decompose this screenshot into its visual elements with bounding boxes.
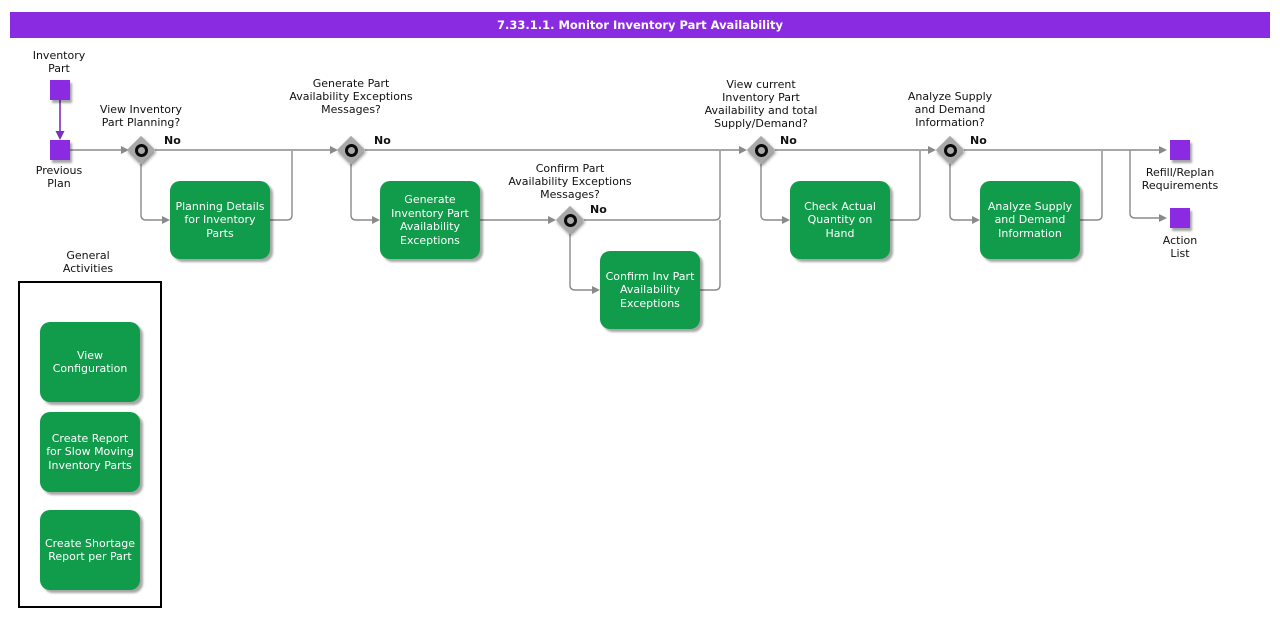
inventory-part-event[interactable] [50,80,70,100]
action-list-event[interactable] [1170,208,1190,228]
gateway-ring-icon [134,143,148,157]
task-planning-details[interactable]: Planning Details for Inventory Parts [170,181,270,259]
gateway-4-question: View current Inventory Part Availability… [704,78,818,130]
diagram-title-bar: 7.33.1.1. Monitor Inventory Part Availab… [10,12,1270,38]
gateway-3-question: Confirm Part Availability Exceptions Mes… [508,162,632,201]
flow-lines [70,149,1160,291]
gateway-2-no-label: No [374,134,391,147]
gateway-2-diamond-icon [336,135,366,165]
start-arrow [55,100,65,140]
general-activities-title: General Activities [62,249,114,275]
gateway-4-no-label: No [780,134,797,147]
gateway-1-question: View Inventory Part Planning? [99,103,183,129]
gateway-3-diamond-icon [555,205,585,235]
gateway-1-diamond-icon [126,135,156,165]
gateway-5-no-label: No [970,134,987,147]
gateway-ring-icon [943,143,957,157]
task-analyze-supply-demand[interactable]: Analyze Supply and Demand Information [980,181,1080,259]
task-create-shortage-report[interactable]: Create Shortage Report per Part [40,510,140,590]
refill-replan-event[interactable] [1170,140,1190,160]
previous-plan-label: Previous Plan [35,164,83,190]
task-confirm-exceptions[interactable]: Confirm Inv Part Availability Exceptions [600,251,700,329]
gateway-3-no-label: No [590,203,607,216]
gateway-4-diamond-icon [746,135,776,165]
flow-arrowheads [121,146,1167,294]
previous-plan-event[interactable] [50,140,70,160]
gateway-5-question: Analyze Supply and Demand Information? [907,90,993,129]
gateway-ring-icon [754,143,768,157]
task-create-slow-moving-report[interactable]: Create Report for Slow Moving Inventory … [40,412,140,492]
inventory-part-label: Inventory Part [32,49,86,75]
refill-replan-label: Refill/Replan Requirements [1141,166,1219,192]
task-generate-exceptions[interactable]: Generate Inventory Part Availability Exc… [380,181,480,259]
gateway-ring-icon [563,213,577,227]
general-activities-box: View Configuration Create Report for Slo… [18,281,162,608]
gateway-ring-icon [344,143,358,157]
gateway-5-diamond-icon [935,135,965,165]
gateway-2-question: Generate Part Availability Exceptions Me… [289,77,413,116]
task-view-configuration[interactable]: View Configuration [40,322,140,402]
task-check-quantity[interactable]: Check Actual Quantity on Hand [790,181,890,259]
diagram-title: 7.33.1.1. Monitor Inventory Part Availab… [496,18,784,32]
gateway-1-no-label: No [164,134,181,147]
action-list-label: Action List [1162,234,1198,260]
